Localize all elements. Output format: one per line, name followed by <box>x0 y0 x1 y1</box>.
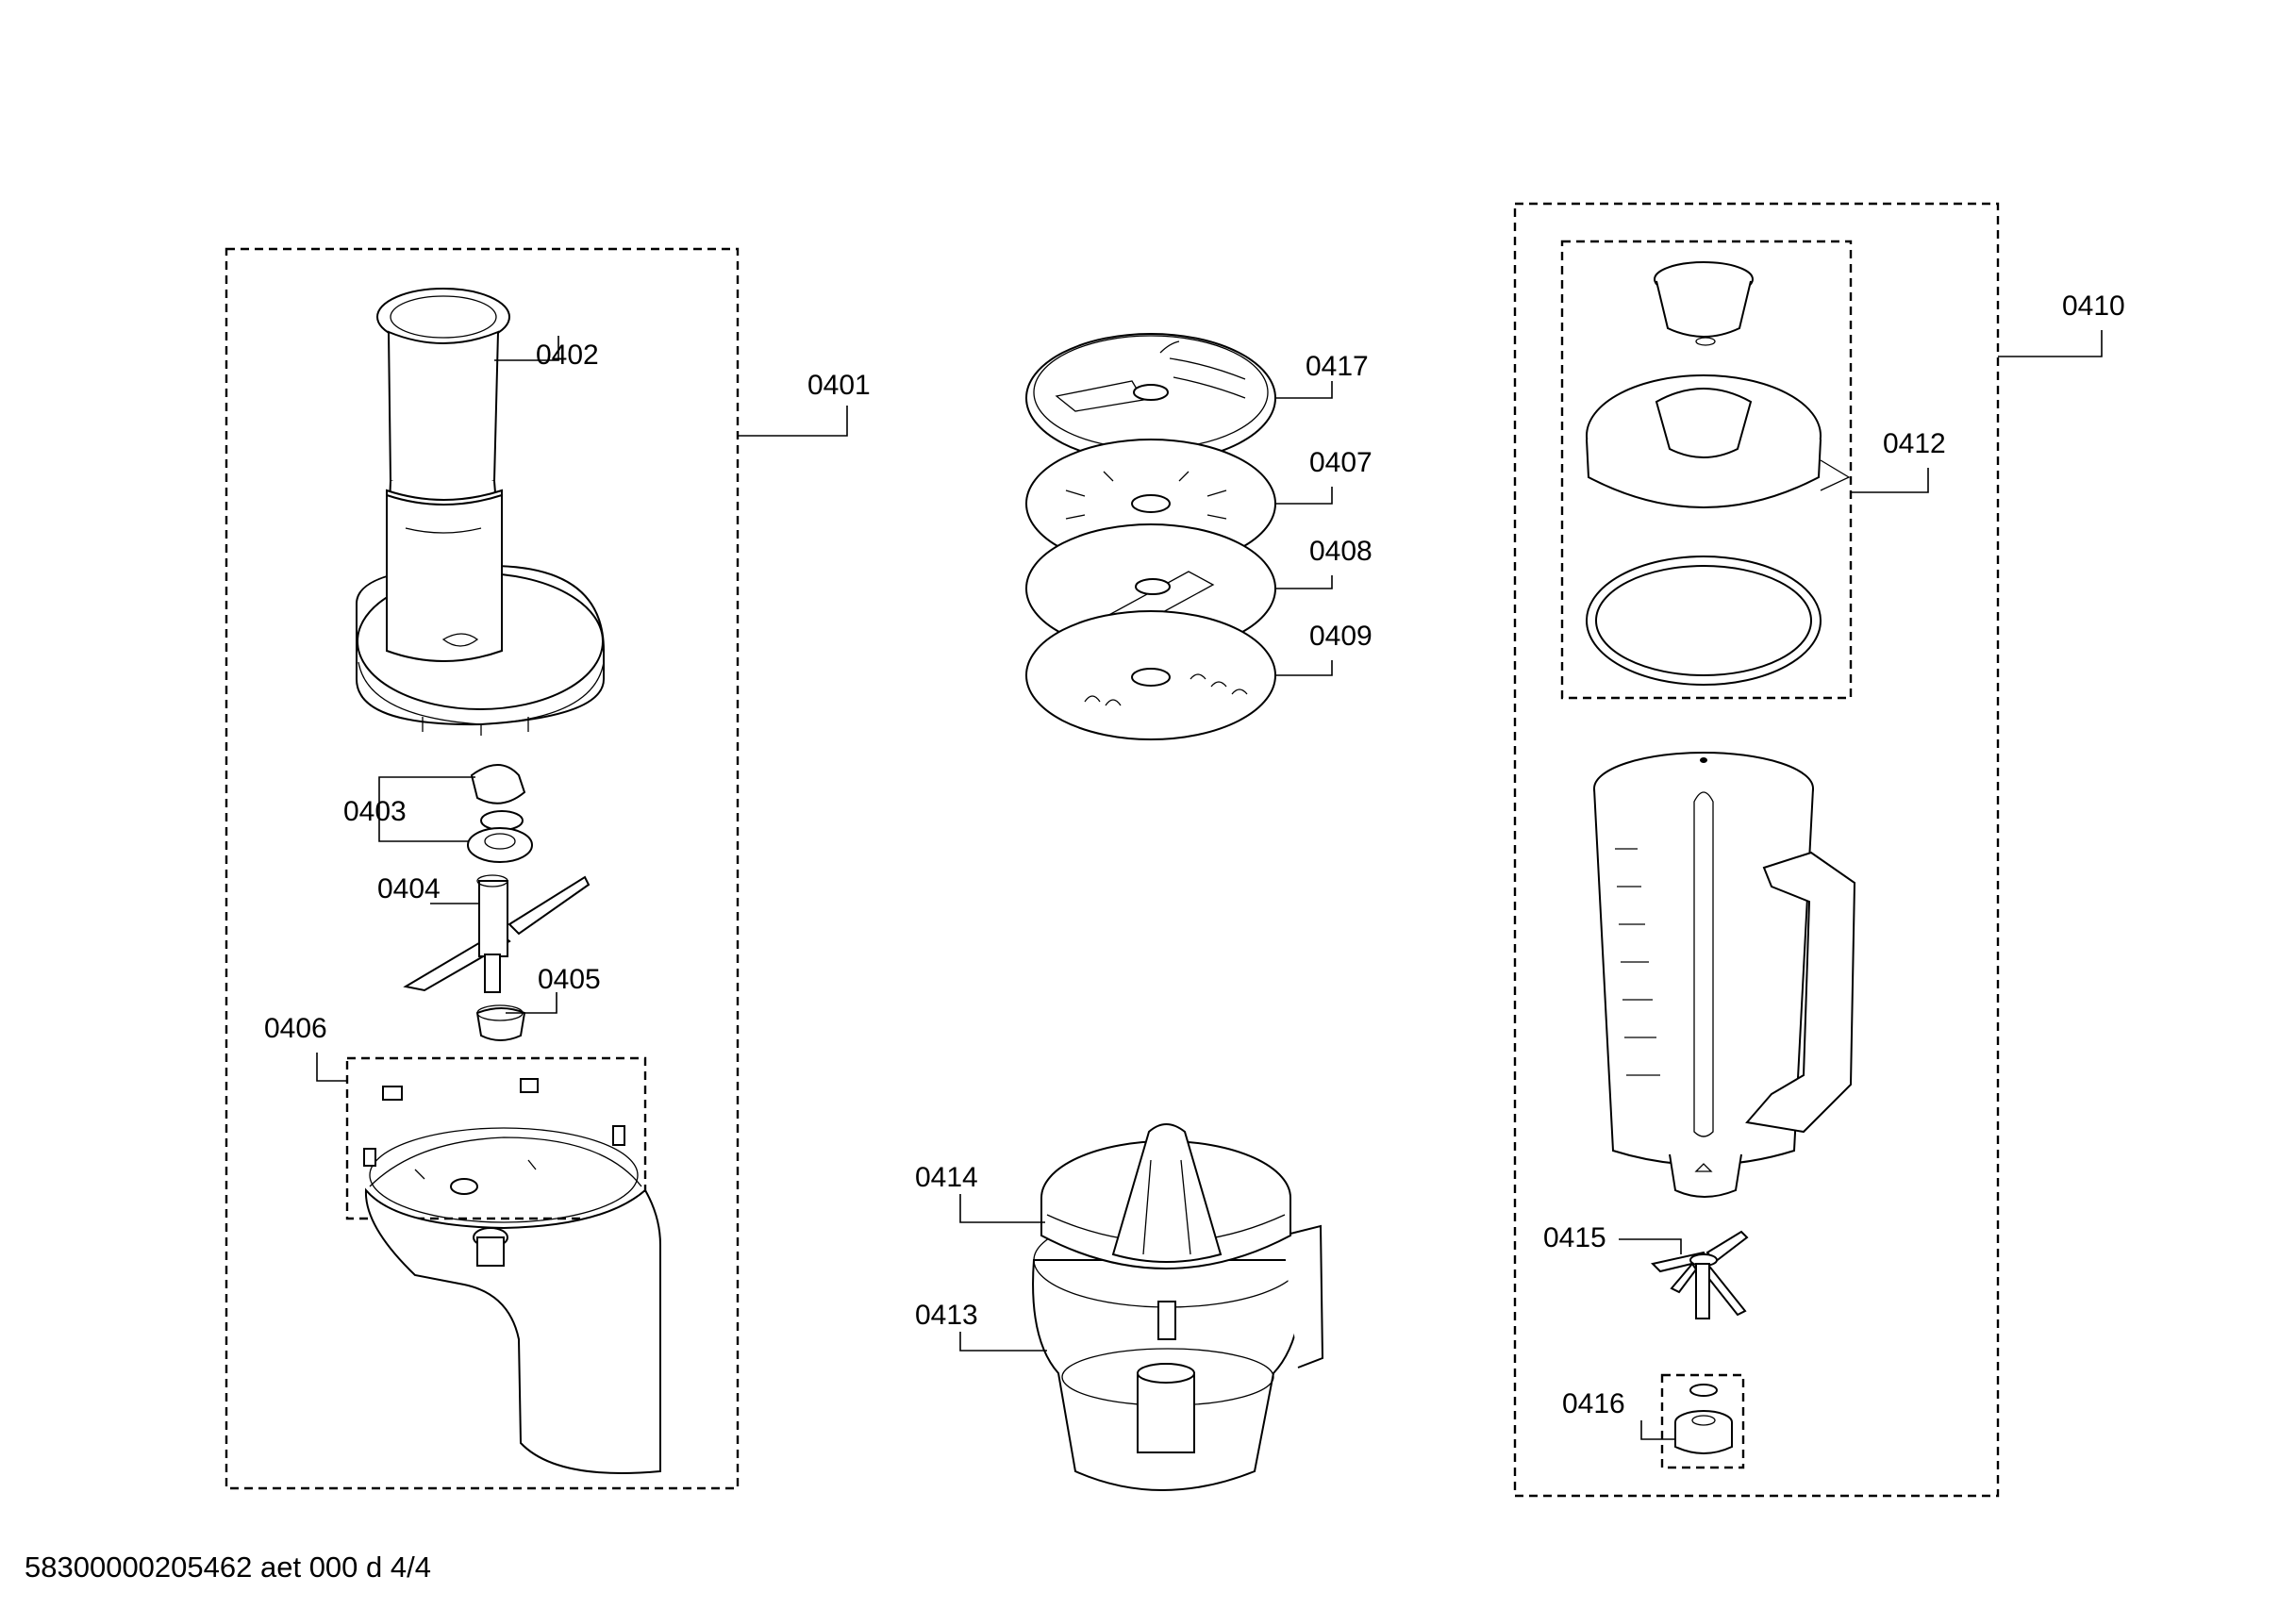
part-0415-blade <box>1651 1230 1749 1319</box>
leader-0412 <box>1851 468 1929 493</box>
callout-0410: 0410 <box>2062 290 2125 322</box>
group-box-0410 <box>1513 202 2000 1498</box>
part-blender-jar <box>1593 752 1856 1198</box>
part-0416-coupling <box>1674 1384 1733 1454</box>
part-0409-disc <box>1025 610 1276 740</box>
part-0405-small-cap <box>475 1004 526 1041</box>
leader-0402 <box>494 336 559 361</box>
part-0414-strainer-cone <box>1040 1123 1291 1340</box>
leader-0417 <box>1275 381 1333 399</box>
part-0413-jug <box>1032 1212 1324 1491</box>
callout-0404: 0404 <box>377 873 441 904</box>
leader-0413 <box>959 1332 1047 1352</box>
group-box-0406 <box>345 1056 647 1220</box>
callout-0406: 0406 <box>264 1013 327 1044</box>
group-box-0416 <box>1660 1373 1745 1469</box>
leader-0403 <box>378 776 475 842</box>
callout-0414: 0414 <box>915 1162 978 1193</box>
callout-0405: 0405 <box>538 964 601 995</box>
callout-0416: 0416 <box>1562 1388 1625 1419</box>
callout-0401: 0401 <box>807 370 871 401</box>
leader-0415 <box>1619 1238 1682 1254</box>
callout-0402: 0402 <box>536 340 599 371</box>
callout-0408: 0408 <box>1309 536 1373 567</box>
callout-0407: 0407 <box>1309 447 1373 478</box>
leader-0406 <box>316 1053 347 1082</box>
leader-0414 <box>959 1194 1045 1223</box>
part-0412-lid-set <box>1586 261 1851 686</box>
part-0406-bowl <box>363 1078 661 1474</box>
callout-0409: 0409 <box>1309 621 1373 652</box>
callout-0412: 0412 <box>1883 428 1946 459</box>
part-0404-blade <box>403 874 591 993</box>
leader-lines <box>316 330 2103 1440</box>
part-0402-pusher-lid <box>356 288 605 736</box>
callout-0417: 0417 <box>1306 351 1369 382</box>
leader-0408 <box>1275 575 1333 589</box>
group-box-0401 <box>225 247 740 1490</box>
leader-0407 <box>1275 487 1333 505</box>
leader-0405 <box>506 992 557 1014</box>
leader-0416 <box>1640 1420 1675 1440</box>
part-0403-cap <box>467 764 533 863</box>
group-box-0412 <box>1560 240 1853 700</box>
leader-0409 <box>1275 660 1333 676</box>
leader-0410 <box>1998 330 2103 357</box>
callout-0403: 0403 <box>343 796 407 827</box>
footer-doc-code: 58300000205462 aet 000 d 4/4 <box>25 1551 431 1584</box>
callout-0415: 0415 <box>1543 1222 1606 1253</box>
callout-0413: 0413 <box>915 1300 978 1331</box>
leader-0401 <box>738 406 848 437</box>
